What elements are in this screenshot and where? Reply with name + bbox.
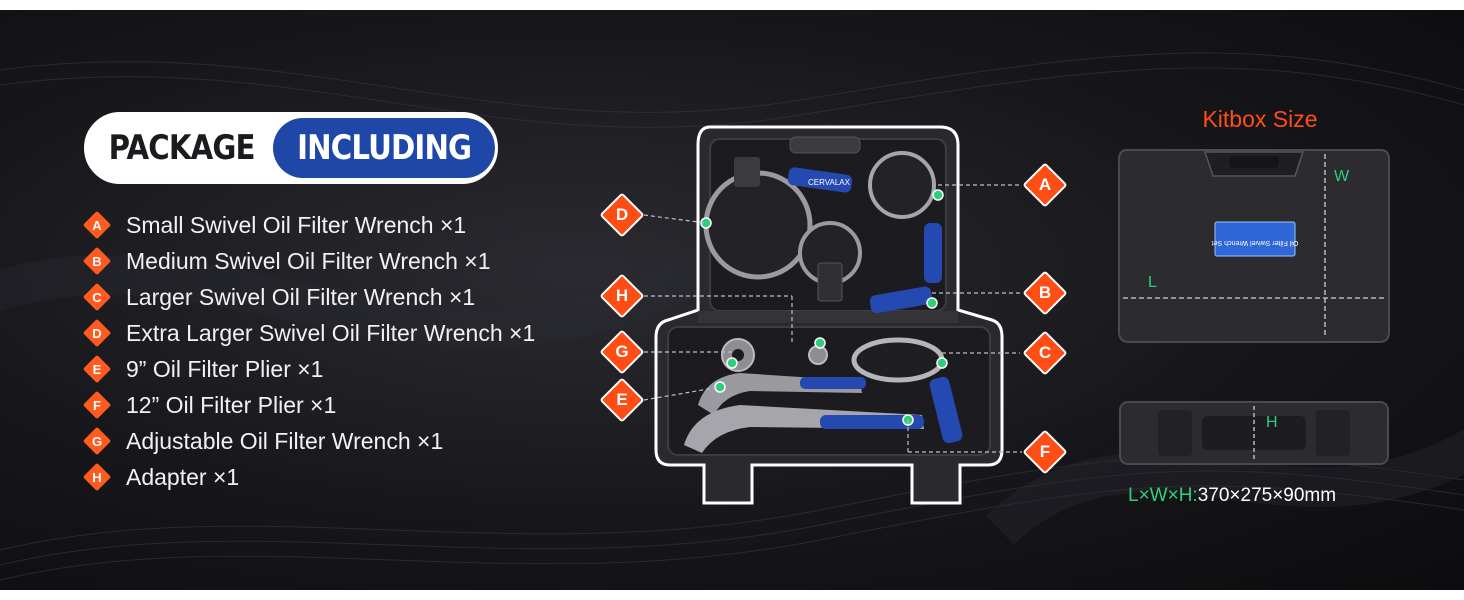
letter-badge: H (82, 462, 112, 492)
letter-badge: A (82, 210, 112, 240)
axis-label-w: W (1334, 168, 1350, 185)
package-including-title: PACKAGE INCLUDING (84, 112, 498, 184)
closed-kitbox-side (1119, 401, 1389, 465)
callout-tag-b: B (1022, 270, 1068, 316)
list-item: A Small Swivel Oil Filter Wrench ×1 (82, 210, 466, 240)
callout-tag-d: D (599, 192, 645, 238)
list-item: E 9” Oil Filter Plier ×1 (82, 354, 324, 384)
list-item: D Extra Larger Swivel Oil Filter Wrench … (82, 318, 535, 348)
letter-badge: G (82, 426, 112, 456)
callout-lines (643, 184, 1022, 453)
background-waves (0, 52, 1464, 581)
item-text: Adapter ×1 (126, 463, 240, 490)
item-text: 9” Oil Filter Plier ×1 (126, 355, 324, 382)
list-item: C Larger Swivel Oil Filter Wrench ×1 (82, 282, 475, 312)
item-text: Larger Swivel Oil Filter Wrench ×1 (126, 283, 476, 310)
kitbox-dimensions: L×W×H:370×275×90mm (1128, 485, 1428, 507)
callout-tag-c: C (1022, 330, 1068, 376)
title-package: PACKAGE (108, 128, 256, 168)
item-text: Small Swivel Oil Filter Wrench ×1 (126, 211, 467, 238)
list-item: F 12” Oil Filter Plier ×1 (82, 390, 336, 420)
closed-kitbox-front: Oil Filter Swivel Wrench Set (1118, 149, 1390, 343)
callout-tag-e: E (599, 377, 645, 423)
callout-tag-g: G (599, 329, 645, 375)
item-text: Extra Larger Swivel Oil Filter Wrench ×1 (126, 319, 536, 346)
letter-badge: F (82, 390, 112, 420)
letter-badge: B (82, 246, 112, 276)
axis-label-l: L (1148, 274, 1157, 291)
case-brand-label: CERVALAX (808, 178, 851, 187)
dims-value: 370×275×90mm (1197, 485, 1337, 506)
kitbox-label-text: Oil Filter Swivel Wrench Set (1212, 239, 1299, 246)
letter-badge: C (82, 282, 112, 312)
product-banner: PACKAGE INCLUDING A Small Swivel Oil Fil… (0, 10, 1464, 590)
open-tool-case: CERVALAX (654, 125, 1004, 505)
list-item: G Adjustable Oil Filter Wrench ×1 (82, 426, 443, 456)
item-text: 12” Oil Filter Plier ×1 (126, 391, 337, 418)
dims-key: L×W×H: (1128, 485, 1198, 506)
title-including-pill: INCLUDING (273, 118, 495, 178)
list-item: H Adapter ×1 (82, 462, 239, 492)
axis-label-h: H (1266, 414, 1278, 431)
callout-tag-h: H (599, 273, 645, 319)
item-text: Adjustable Oil Filter Wrench ×1 (126, 427, 444, 454)
letter-badge: D (82, 318, 112, 348)
list-item: B Medium Swivel Oil Filter Wrench ×1 (82, 246, 491, 276)
callout-tag-a: A (1022, 162, 1068, 208)
callout-tag-f: F (1022, 429, 1068, 475)
letter-badge: E (82, 354, 112, 384)
kitbox-size-title: Kitbox Size (1202, 106, 1318, 132)
item-text: Medium Swivel Oil Filter Wrench ×1 (126, 247, 491, 274)
title-including: INCLUDING (296, 128, 472, 168)
